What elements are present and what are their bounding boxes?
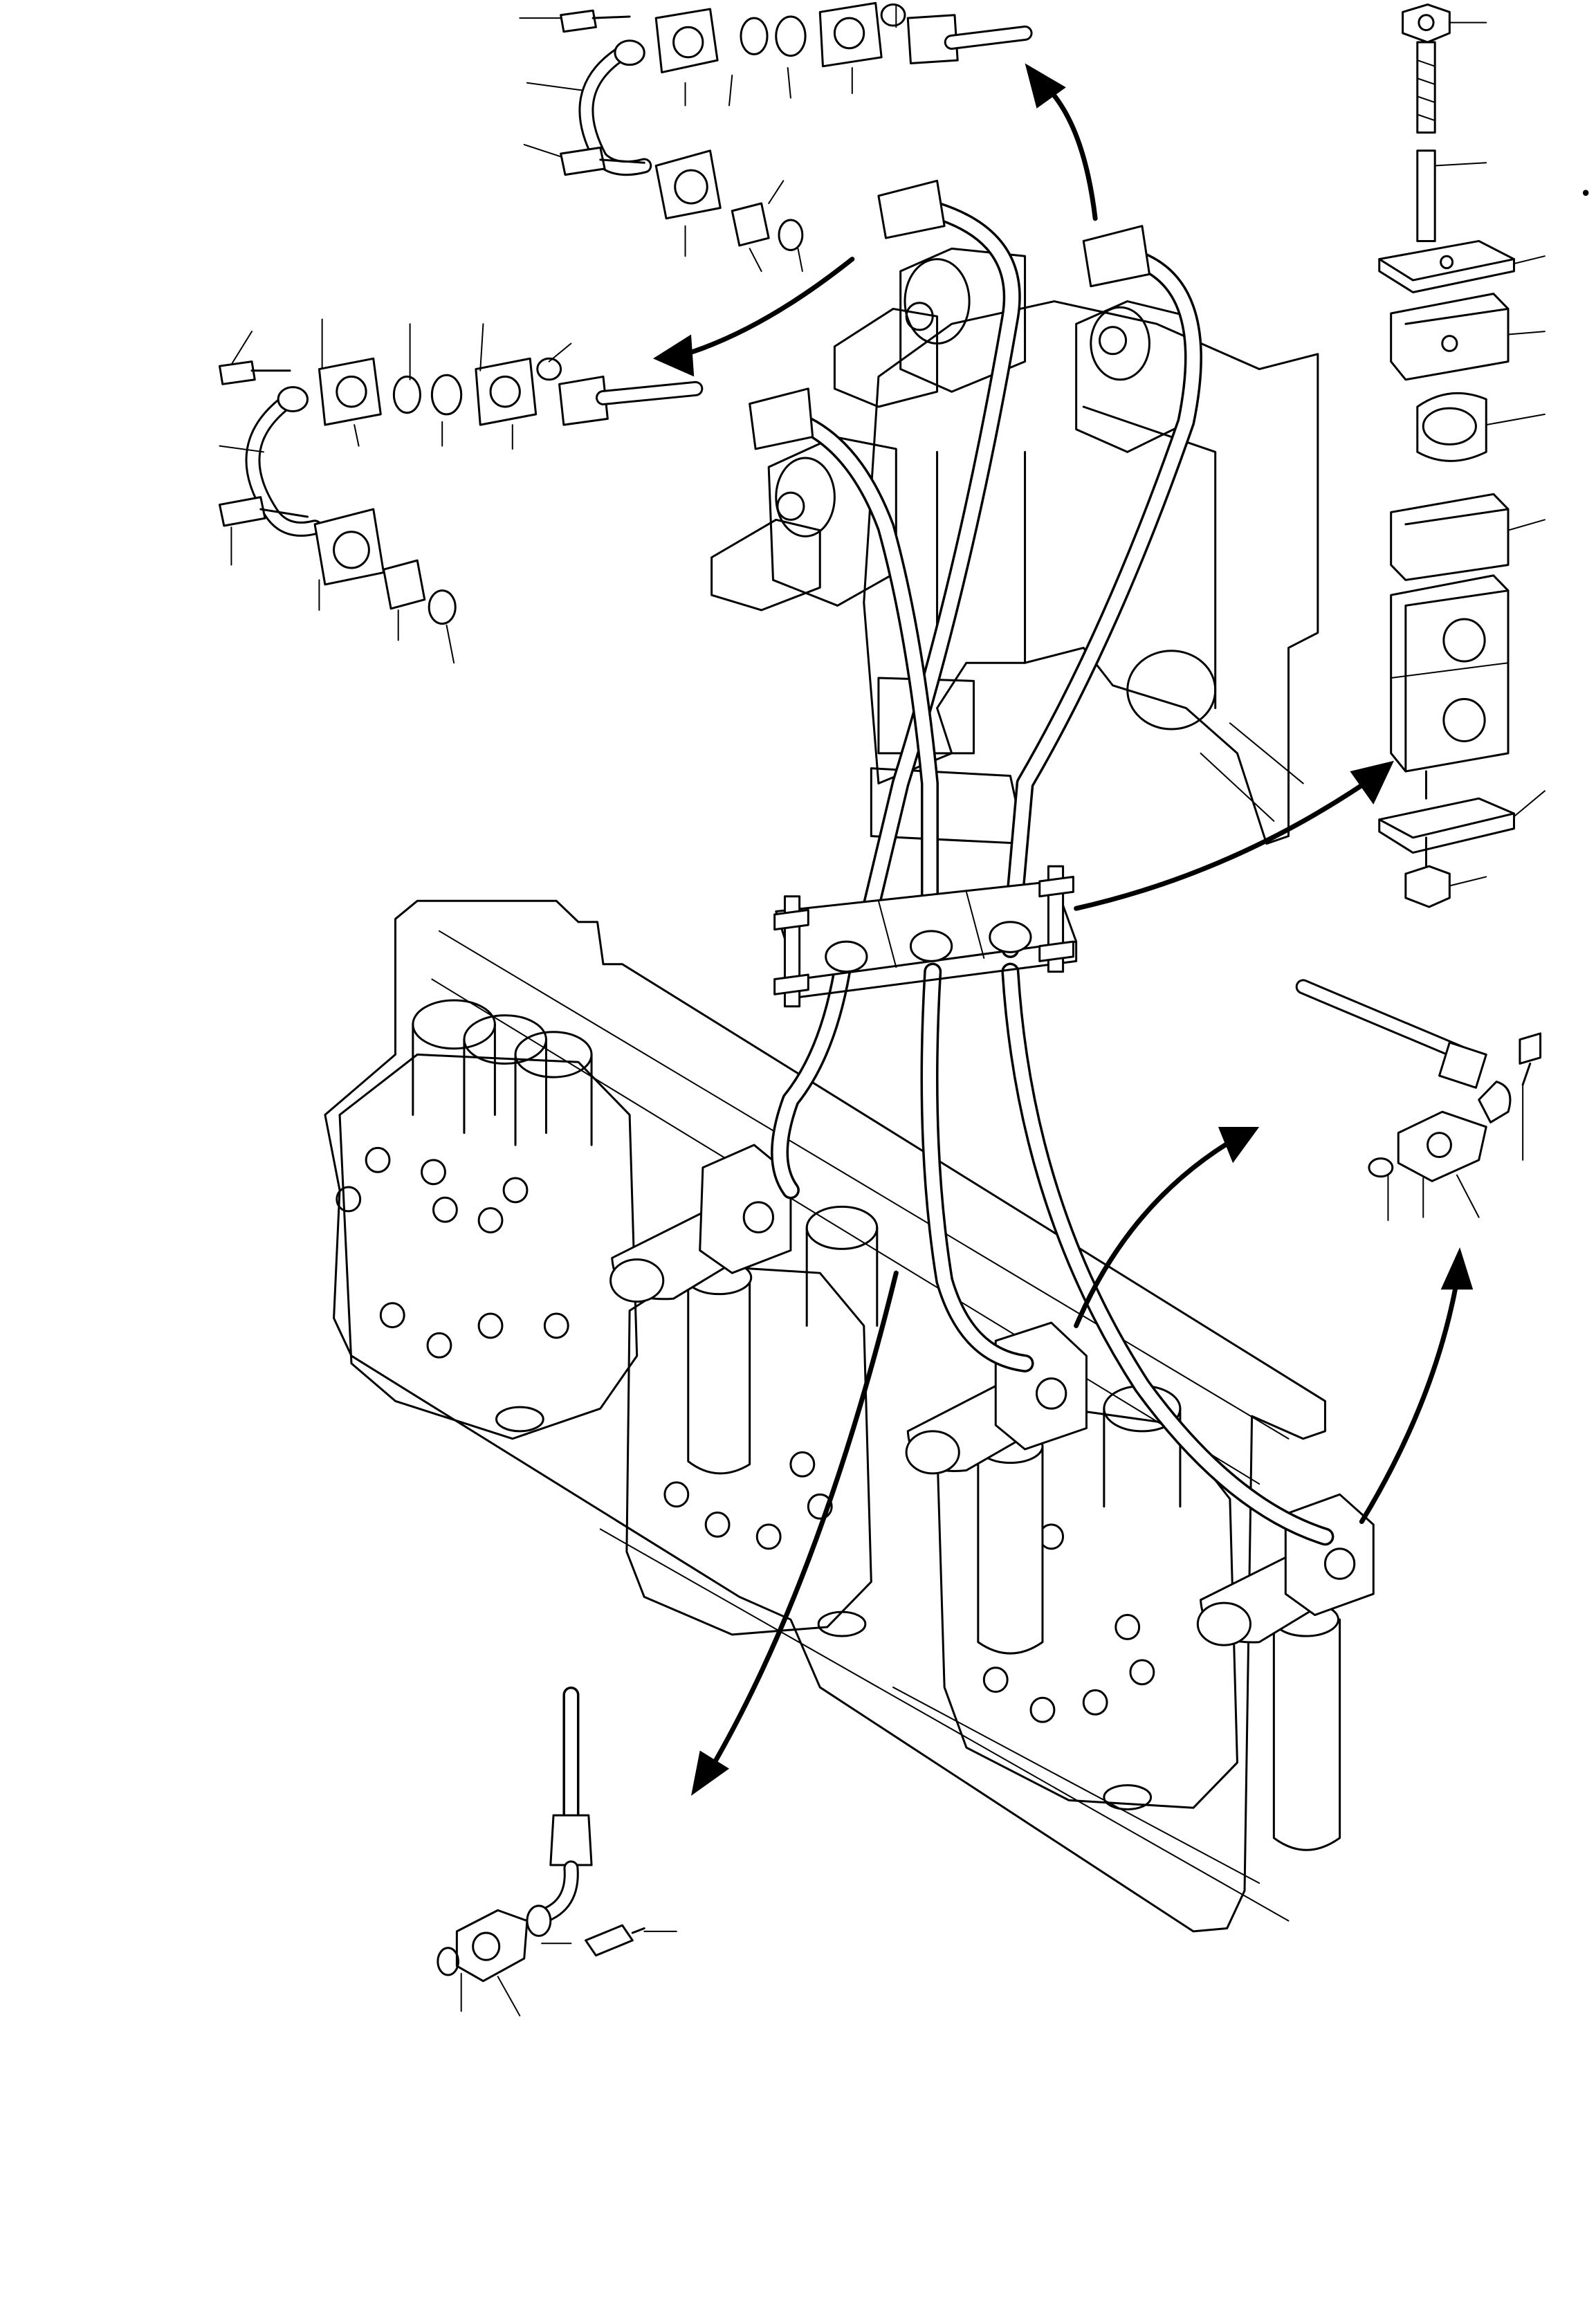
hose-clamp-block: [775, 866, 1076, 1007]
page-mark: [1582, 190, 1589, 196]
detail-bottom-elbow-fitting: [438, 1695, 677, 2016]
detail-top-fitting-set: [520, 3, 1025, 271]
detail-left-fitting-set: [219, 320, 695, 663]
upper-hose-fittings: [750, 181, 1150, 449]
detail-right-clamp-stack: [1379, 5, 1545, 907]
hydraulic-hoses: [776, 203, 1326, 1536]
control-valve-bank: [325, 901, 1326, 1931]
callout-arrows: [652, 63, 1474, 1796]
detail-mid-right-fitting: [1303, 986, 1541, 1220]
valve-spool-elbows: [611, 1145, 1374, 1850]
